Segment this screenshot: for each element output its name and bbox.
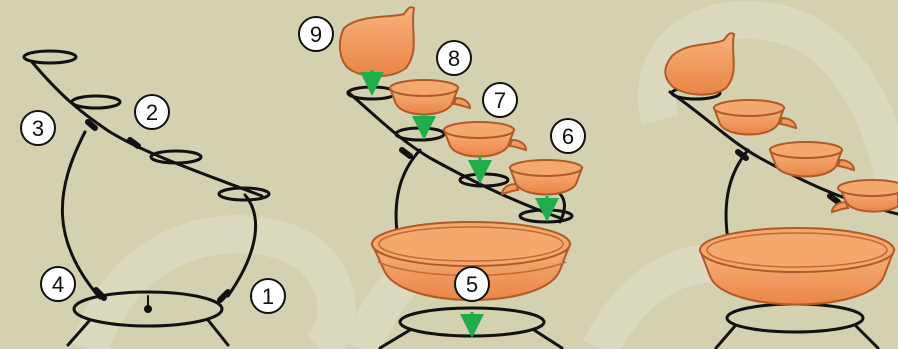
frame-leg [206,318,230,347]
callout-5: 5 [454,266,490,302]
finished-panel [664,32,898,349]
callout-4: 4 [40,266,76,302]
svg-text:2: 2 [146,100,158,125]
callout-1: 1 [250,278,286,314]
svg-text:6: 6 [562,124,574,149]
callout-6: 6 [550,118,586,154]
callout-3: 3 [20,110,56,146]
callout-7: 7 [482,82,518,118]
spine-ring [217,186,271,202]
frame-panel [22,49,271,347]
right-support [226,193,257,298]
callout-2: 2 [134,94,170,130]
svg-text:3: 3 [32,116,44,141]
flow-arrows [360,70,559,338]
base-ring [72,290,224,328]
svg-text:5: 5 [466,272,478,297]
svg-text:7: 7 [494,88,506,113]
svg-text:4: 4 [52,272,64,297]
small-bowl [500,159,584,196]
frame-leg [66,318,92,347]
callout-8: 8 [436,40,472,76]
callout-9: 9 [298,16,334,52]
svg-text:8: 8 [448,46,460,71]
callouts: 1 2 3 4 5 6 7 8 [20,16,586,314]
spine-ring [70,94,122,110]
spine-ring [22,49,78,65]
assembly-left-support [394,148,422,242]
spiral-spine [30,60,264,198]
small-bowl [442,121,528,158]
spine-ring [149,149,203,165]
assembly-spine [346,90,562,220]
svg-text:9: 9 [310,22,322,47]
left-support [61,130,102,300]
small-bowl [388,79,472,116]
svg-text:1: 1 [262,284,274,309]
pitcher-pot [338,6,416,78]
